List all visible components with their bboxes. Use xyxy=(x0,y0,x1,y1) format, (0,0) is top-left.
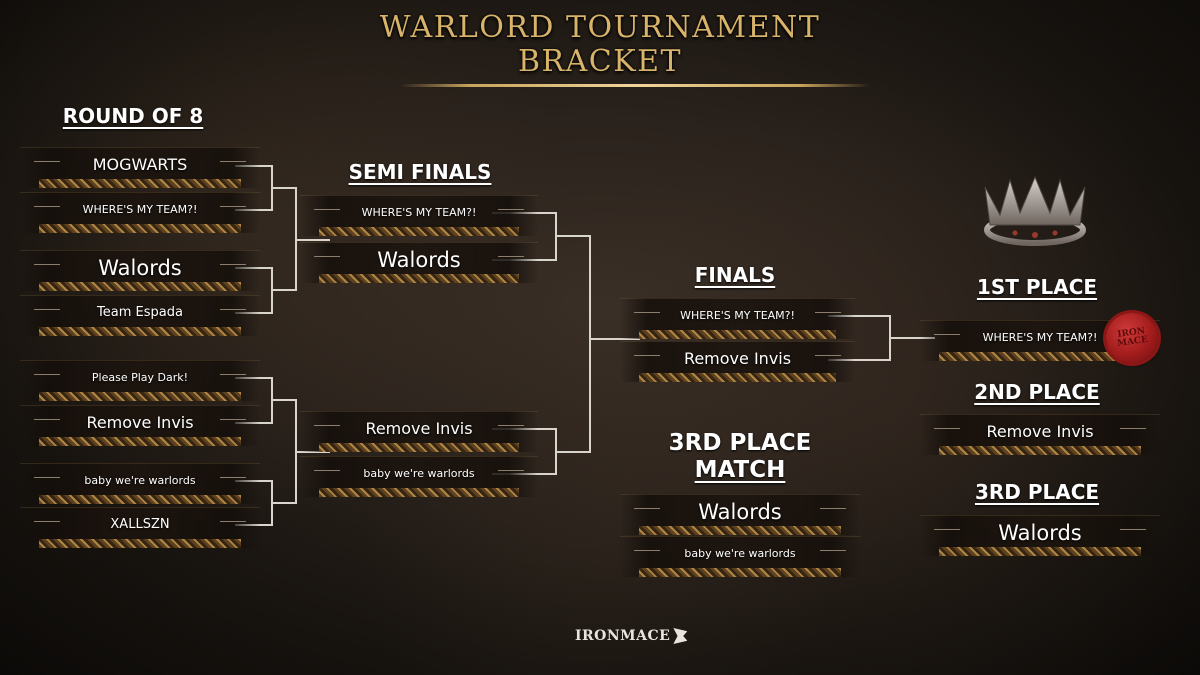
team-name: Remove Invis xyxy=(86,413,194,432)
ornament-left-icon xyxy=(34,419,61,428)
semi-final-slot-4[interactable]: baby we're warlords xyxy=(300,456,538,497)
ornament-right-icon xyxy=(819,508,846,517)
round-of-8-slot-4[interactable]: Team Espada xyxy=(20,295,260,336)
team-name: WHERE'S MY TEAM?! xyxy=(361,206,477,219)
ornament-left-icon xyxy=(34,521,61,530)
team-name: baby we're warlords xyxy=(684,547,796,560)
ornament-left-icon xyxy=(314,470,341,479)
ornament-left-icon xyxy=(34,161,61,170)
ornament-right-icon xyxy=(1119,529,1146,538)
third-place-match-heading-line-2: MATCH xyxy=(694,457,786,483)
third-place-heading: 3RD PLACE xyxy=(974,480,1100,504)
ornament-left-icon xyxy=(34,309,61,318)
team-name: Remove Invis xyxy=(365,419,473,438)
ornament-left-icon xyxy=(34,206,61,215)
ornament-right-icon xyxy=(497,256,524,265)
team-name: Walords xyxy=(998,521,1082,545)
final-slot-2[interactable]: Remove Invis xyxy=(620,341,855,382)
team-name: Walords xyxy=(98,256,182,280)
first-place-heading: 1ST PLACE xyxy=(976,275,1098,299)
semi-final-slot-3[interactable]: Remove Invis xyxy=(300,411,538,452)
round-of-8-slot-7[interactable]: baby we're warlords xyxy=(20,463,260,504)
ornament-left-icon xyxy=(34,477,61,486)
third-place-slot[interactable]: Walords xyxy=(920,515,1160,556)
team-name: WHERE'S MY TEAM?! xyxy=(982,331,1098,344)
semi-finals-heading: SEMI FINALS xyxy=(348,160,492,184)
team-name: Walords xyxy=(698,500,782,524)
ornament-right-icon xyxy=(219,419,246,428)
third-place-match-heading-line-1: 3RD PLACE xyxy=(668,430,812,456)
ornament-right-icon xyxy=(1119,428,1146,437)
team-name: WHERE'S MY TEAM?! xyxy=(680,309,795,322)
semi-final-slot-1[interactable]: WHERE'S MY TEAM?! xyxy=(300,195,538,236)
ornament-left-icon xyxy=(934,334,961,343)
wax-seal-icon: IRON MACE xyxy=(1106,313,1158,363)
ornament-right-icon xyxy=(219,309,246,318)
ornament-right-icon xyxy=(219,521,246,530)
crown-icon xyxy=(984,175,1086,246)
round-of-8-slot-6[interactable]: Remove Invis xyxy=(20,405,260,446)
team-name: Remove Invis xyxy=(986,422,1094,441)
ironmace-logo-icon xyxy=(673,628,688,644)
team-name: Team Espada xyxy=(97,305,183,320)
ornament-right-icon xyxy=(814,312,841,321)
team-name: baby we're warlords xyxy=(363,467,475,480)
ornament-right-icon xyxy=(219,206,246,215)
ornament-right-icon xyxy=(497,425,524,434)
ornament-left-icon xyxy=(34,264,61,273)
final-slot-1[interactable]: WHERE'S MY TEAM?! xyxy=(620,298,855,339)
team-name: Walords xyxy=(377,248,461,272)
ornament-right-icon xyxy=(219,374,246,383)
page-title-line-1: WARLORD TOURNAMENT xyxy=(379,10,821,45)
ornament-left-icon xyxy=(634,312,661,321)
logo-text: IRONMACE xyxy=(575,628,671,644)
third-place-match-slot-2[interactable]: baby we're warlords xyxy=(620,536,860,577)
ornament-left-icon xyxy=(934,529,961,538)
team-name: MOGWARTS xyxy=(92,155,188,174)
team-name: baby we're warlords xyxy=(84,474,196,487)
ornament-right-icon xyxy=(219,477,246,486)
round-of-8-slot-5[interactable]: Please Play Dark! xyxy=(20,360,260,401)
ornament-right-icon xyxy=(219,161,246,170)
ornament-right-icon xyxy=(497,470,524,479)
ornament-left-icon xyxy=(314,209,341,218)
round-of-8-heading: ROUND OF 8 xyxy=(62,104,204,128)
finals-heading: FINALS xyxy=(694,263,776,287)
semi-final-slot-2[interactable]: Walords xyxy=(300,242,538,283)
second-place-heading: 2ND PLACE xyxy=(974,380,1100,404)
page-title-line-2: BRACKET xyxy=(517,44,683,79)
round-of-8-slot-3[interactable]: Walords xyxy=(20,250,260,291)
ornament-left-icon xyxy=(34,374,61,383)
ornament-right-icon xyxy=(814,355,841,364)
team-name: WHERE'S MY TEAM?! xyxy=(82,203,198,216)
third-place-match-slot-1[interactable]: Walords xyxy=(620,494,860,535)
team-name: XALLSZN xyxy=(110,517,170,532)
ornament-left-icon xyxy=(634,508,661,517)
ironmace-logo: IRONMACE xyxy=(575,628,688,650)
round-of-8-slot-2[interactable]: WHERE'S MY TEAM?! xyxy=(20,192,260,233)
ornament-left-icon xyxy=(934,428,961,437)
ornament-left-icon xyxy=(634,355,661,364)
ornament-left-icon xyxy=(314,425,341,434)
seal-text: IRON MACE xyxy=(1116,326,1149,350)
round-of-8-slot-8[interactable]: XALLSZN xyxy=(20,507,260,548)
title-divider xyxy=(400,84,870,87)
ornament-right-icon xyxy=(219,264,246,273)
round-of-8-slot-1[interactable]: MOGWARTS xyxy=(20,147,260,188)
team-name: Please Play Dark! xyxy=(91,371,189,384)
ornament-right-icon xyxy=(497,209,524,218)
ornament-right-icon xyxy=(819,550,846,559)
team-name: Remove Invis xyxy=(683,349,792,368)
ornament-left-icon xyxy=(634,550,661,559)
ornament-left-icon xyxy=(314,256,341,265)
second-place-slot[interactable]: Remove Invis xyxy=(920,414,1160,455)
